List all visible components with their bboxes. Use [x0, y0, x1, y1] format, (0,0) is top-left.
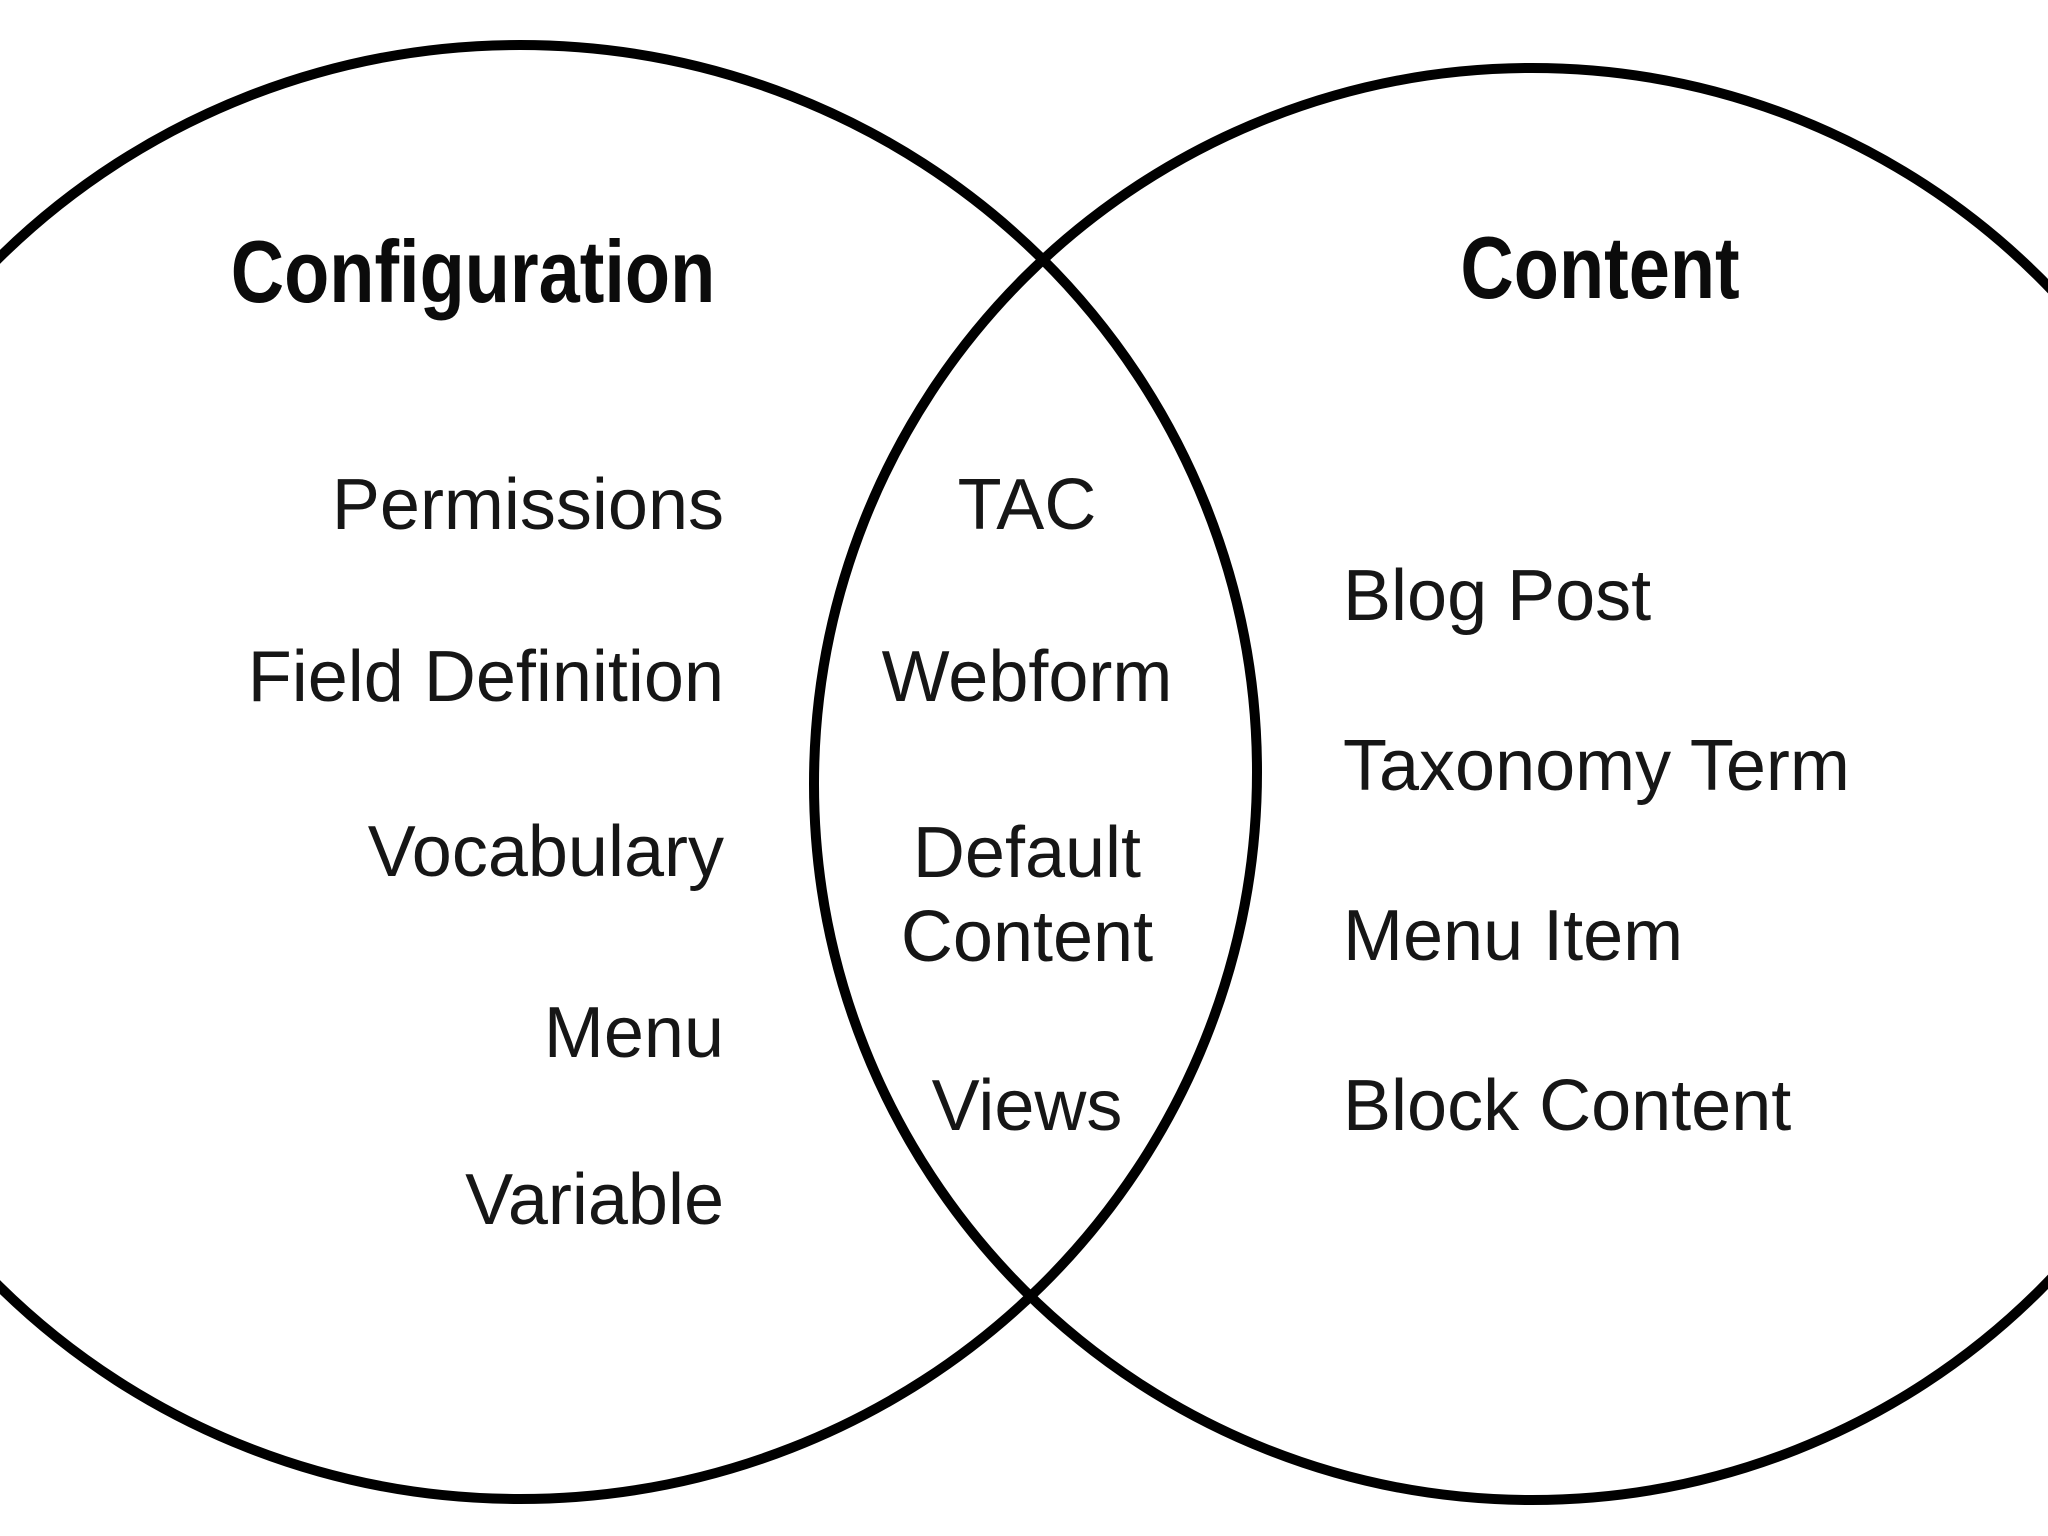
- config-item-menu: Menu: [543, 993, 724, 1074]
- intersection-item-views: Views: [931, 1066, 1123, 1147]
- config-item-vocabulary: Vocabulary: [367, 812, 724, 893]
- intersection-item-tac: TAC: [957, 465, 1097, 546]
- content-item-block-content: Block Content: [1343, 1066, 1792, 1147]
- intersection-item-webform: Webform: [881, 637, 1173, 718]
- content-item-menu-item: Menu Item: [1343, 896, 1684, 977]
- configuration-title: Configuration: [230, 222, 716, 321]
- configuration-circle: [0, 40, 1262, 1504]
- config-item-field-definition: Field Definition: [247, 637, 724, 718]
- content-circle: [809, 63, 2048, 1505]
- config-item-permissions: Permissions: [331, 465, 724, 546]
- intersection-item-default-content: Default Content: [900, 812, 1154, 977]
- config-item-variable: Variable: [465, 1160, 724, 1241]
- content-item-taxonomy-term: Taxonomy Term: [1343, 726, 1850, 807]
- content-title: Content: [1460, 218, 1740, 317]
- content-item-blog-post: Blog Post: [1343, 556, 1652, 637]
